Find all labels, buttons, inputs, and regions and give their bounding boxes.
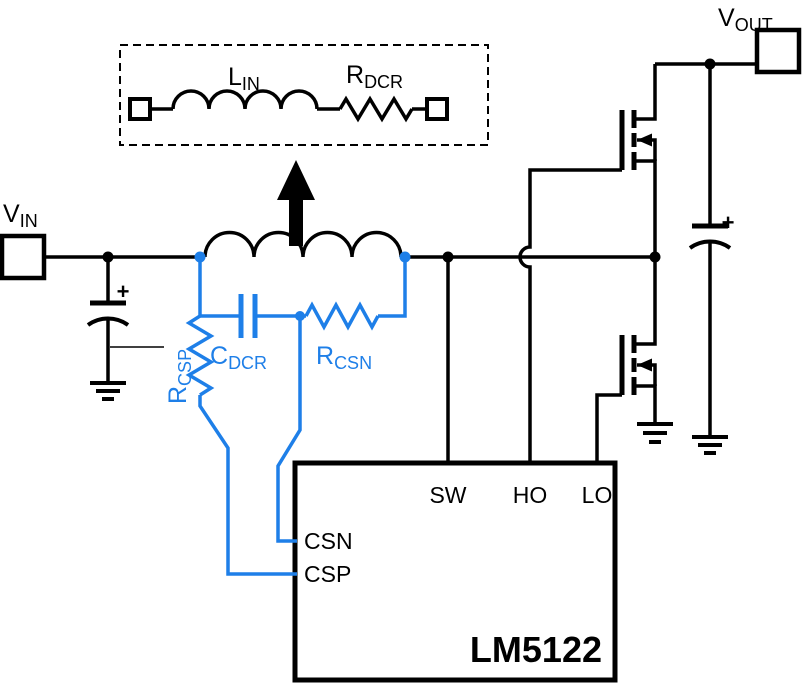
rcsp-resistor-icon [185, 314, 215, 397]
low-side-mosfet [619, 257, 673, 444]
dcr-sense-network: RCSP CDCR RCSN [164, 251, 411, 576]
rdcr-label: RDCR [346, 61, 403, 92]
input-capacitor: + [86, 257, 130, 401]
ic-lm5122: SW HO LO CSN CSP LM5122 [292, 460, 618, 683]
high-side-mosfet [619, 64, 657, 257]
output-cap-plus-sign: + [722, 210, 735, 235]
lin-label: LIN [228, 63, 260, 94]
vin-terminal-box [0, 233, 47, 281]
mosfet-source-lead [634, 159, 657, 257]
pin-csp-label: CSP [304, 561, 351, 587]
pin-sw-label: SW [429, 482, 466, 508]
inset-right-terminal [425, 97, 449, 121]
pin-csn-label: CSN [304, 528, 353, 554]
vin-label: VIN [3, 200, 38, 231]
input-cap-plus-sign: + [117, 279, 130, 304]
mosfet-drain-lead [634, 64, 657, 121]
mosfet-source-lead [634, 384, 657, 424]
output-capacitor: + [688, 64, 735, 455]
ic-body [292, 460, 618, 683]
vin-terminal: VIN [0, 200, 47, 281]
main-inductor-coil-icon [203, 230, 403, 258]
inset-dashed-border [119, 44, 489, 146]
csn-pin-wire [276, 316, 302, 543]
inset-left-terminal [128, 97, 152, 121]
sense-wire [378, 257, 407, 318]
csp-pin-wire [198, 395, 297, 576]
ground-icon [692, 435, 728, 455]
rcsp-label: RCSP [164, 349, 195, 404]
cdcr-label: CDCR [210, 342, 267, 373]
mosfet-body-arrow-icon [637, 358, 652, 372]
pin-ho-label: HO [513, 482, 548, 508]
sense-junction-dot [399, 251, 411, 263]
ground-icon [637, 422, 673, 444]
model-arrow-icon [277, 160, 315, 246]
vout-terminal: VOUT [718, 4, 802, 75]
inductor-model-inset: LIN RDCR [119, 44, 489, 146]
gate-drive-wires [446, 168, 622, 463]
vout-terminal-box [754, 27, 802, 75]
ho-pin-wire-with-hop [518, 168, 622, 463]
ic-part-number: LM5122 [470, 629, 602, 670]
lo-pin-wire [595, 393, 622, 463]
rcsn-resistor-icon [304, 301, 380, 331]
cap-curved-plate [688, 239, 732, 250]
mosfet-drain-lead [634, 257, 657, 346]
pin-lo-label: LO [582, 482, 613, 508]
ground-icon [90, 381, 126, 401]
inset-dcr-resistor-icon [338, 95, 414, 123]
sense-junction-dot [194, 251, 206, 263]
cap-curved-plate [86, 316, 130, 327]
inset-inductor-coil-icon [171, 89, 319, 110]
sense-junction-dot [295, 311, 305, 321]
mosfet-body-arrow-icon [637, 133, 652, 147]
rcsn-label: RCSN [316, 342, 372, 373]
